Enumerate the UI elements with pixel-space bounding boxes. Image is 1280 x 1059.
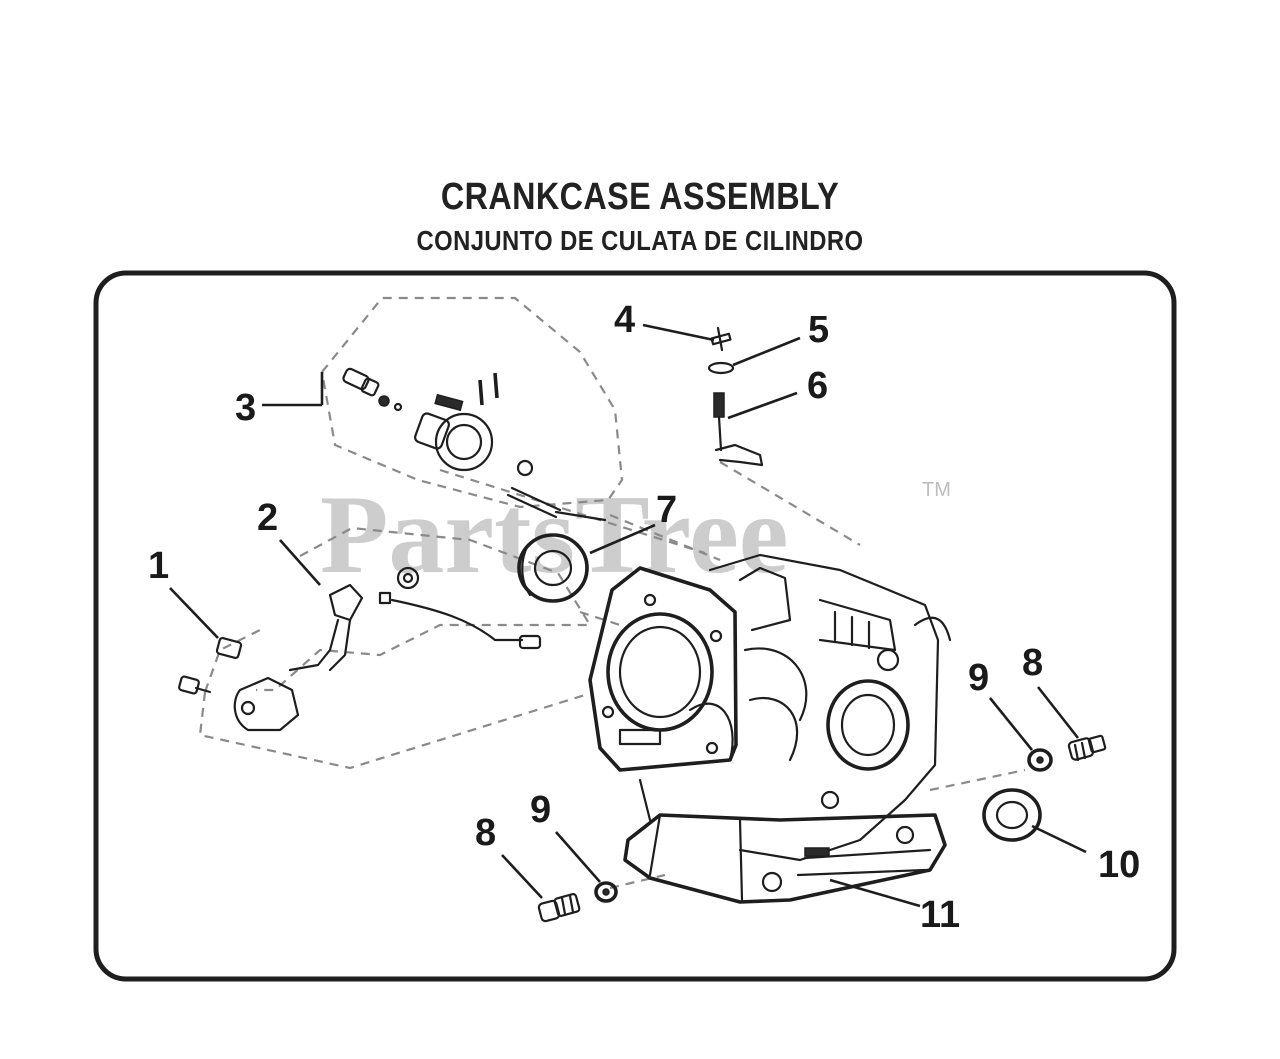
leader-lines: [169, 323, 1087, 908]
oil-seal-part[interactable]: [982, 788, 1042, 842]
callout-8-left: 8: [475, 812, 496, 854]
callout-5: 5: [808, 309, 829, 351]
callout-8-right: 8: [1022, 642, 1043, 684]
diagram-subtitle: CONJUNTO DE CULATA DE CILINDRO: [416, 225, 864, 256]
callout-9-right: 9: [968, 657, 989, 699]
diagram-title: CRANKCASE ASSEMBLY: [440, 176, 840, 218]
washer-part-5[interactable]: [707, 361, 735, 375]
drain-plug-part-8-left[interactable]: [537, 893, 581, 923]
callout-2: 2: [257, 497, 278, 539]
callout-11: 11: [920, 894, 960, 936]
governor-assembly-part[interactable]: [342, 367, 607, 522]
callout-9-left: 9: [530, 789, 551, 831]
ignition-coil-part[interactable]: [233, 566, 542, 732]
callout-3: 3: [235, 387, 256, 429]
bolt-part-4[interactable]: [710, 326, 732, 352]
callout-7: 7: [656, 489, 677, 531]
governor-shaft-part[interactable]: [713, 392, 764, 467]
crankcase-part[interactable]: [588, 553, 952, 904]
bolt-part-1[interactable]: [178, 636, 243, 695]
callout-10: 10: [1098, 844, 1140, 886]
callout-4: 4: [614, 299, 635, 341]
drain-plug-part-8-right[interactable]: [1067, 734, 1107, 762]
watermark-trademark: TM: [922, 479, 951, 501]
callout-1: 1: [148, 545, 169, 587]
assembly-guide-lines: [198, 296, 1026, 890]
callout-6: 6: [807, 365, 828, 407]
washer-part-9-left[interactable]: [594, 881, 618, 903]
washer-part-9-right[interactable]: [1027, 748, 1053, 772]
bearing-part[interactable]: [517, 533, 589, 603]
diagram-frame: [93, 270, 1177, 982]
